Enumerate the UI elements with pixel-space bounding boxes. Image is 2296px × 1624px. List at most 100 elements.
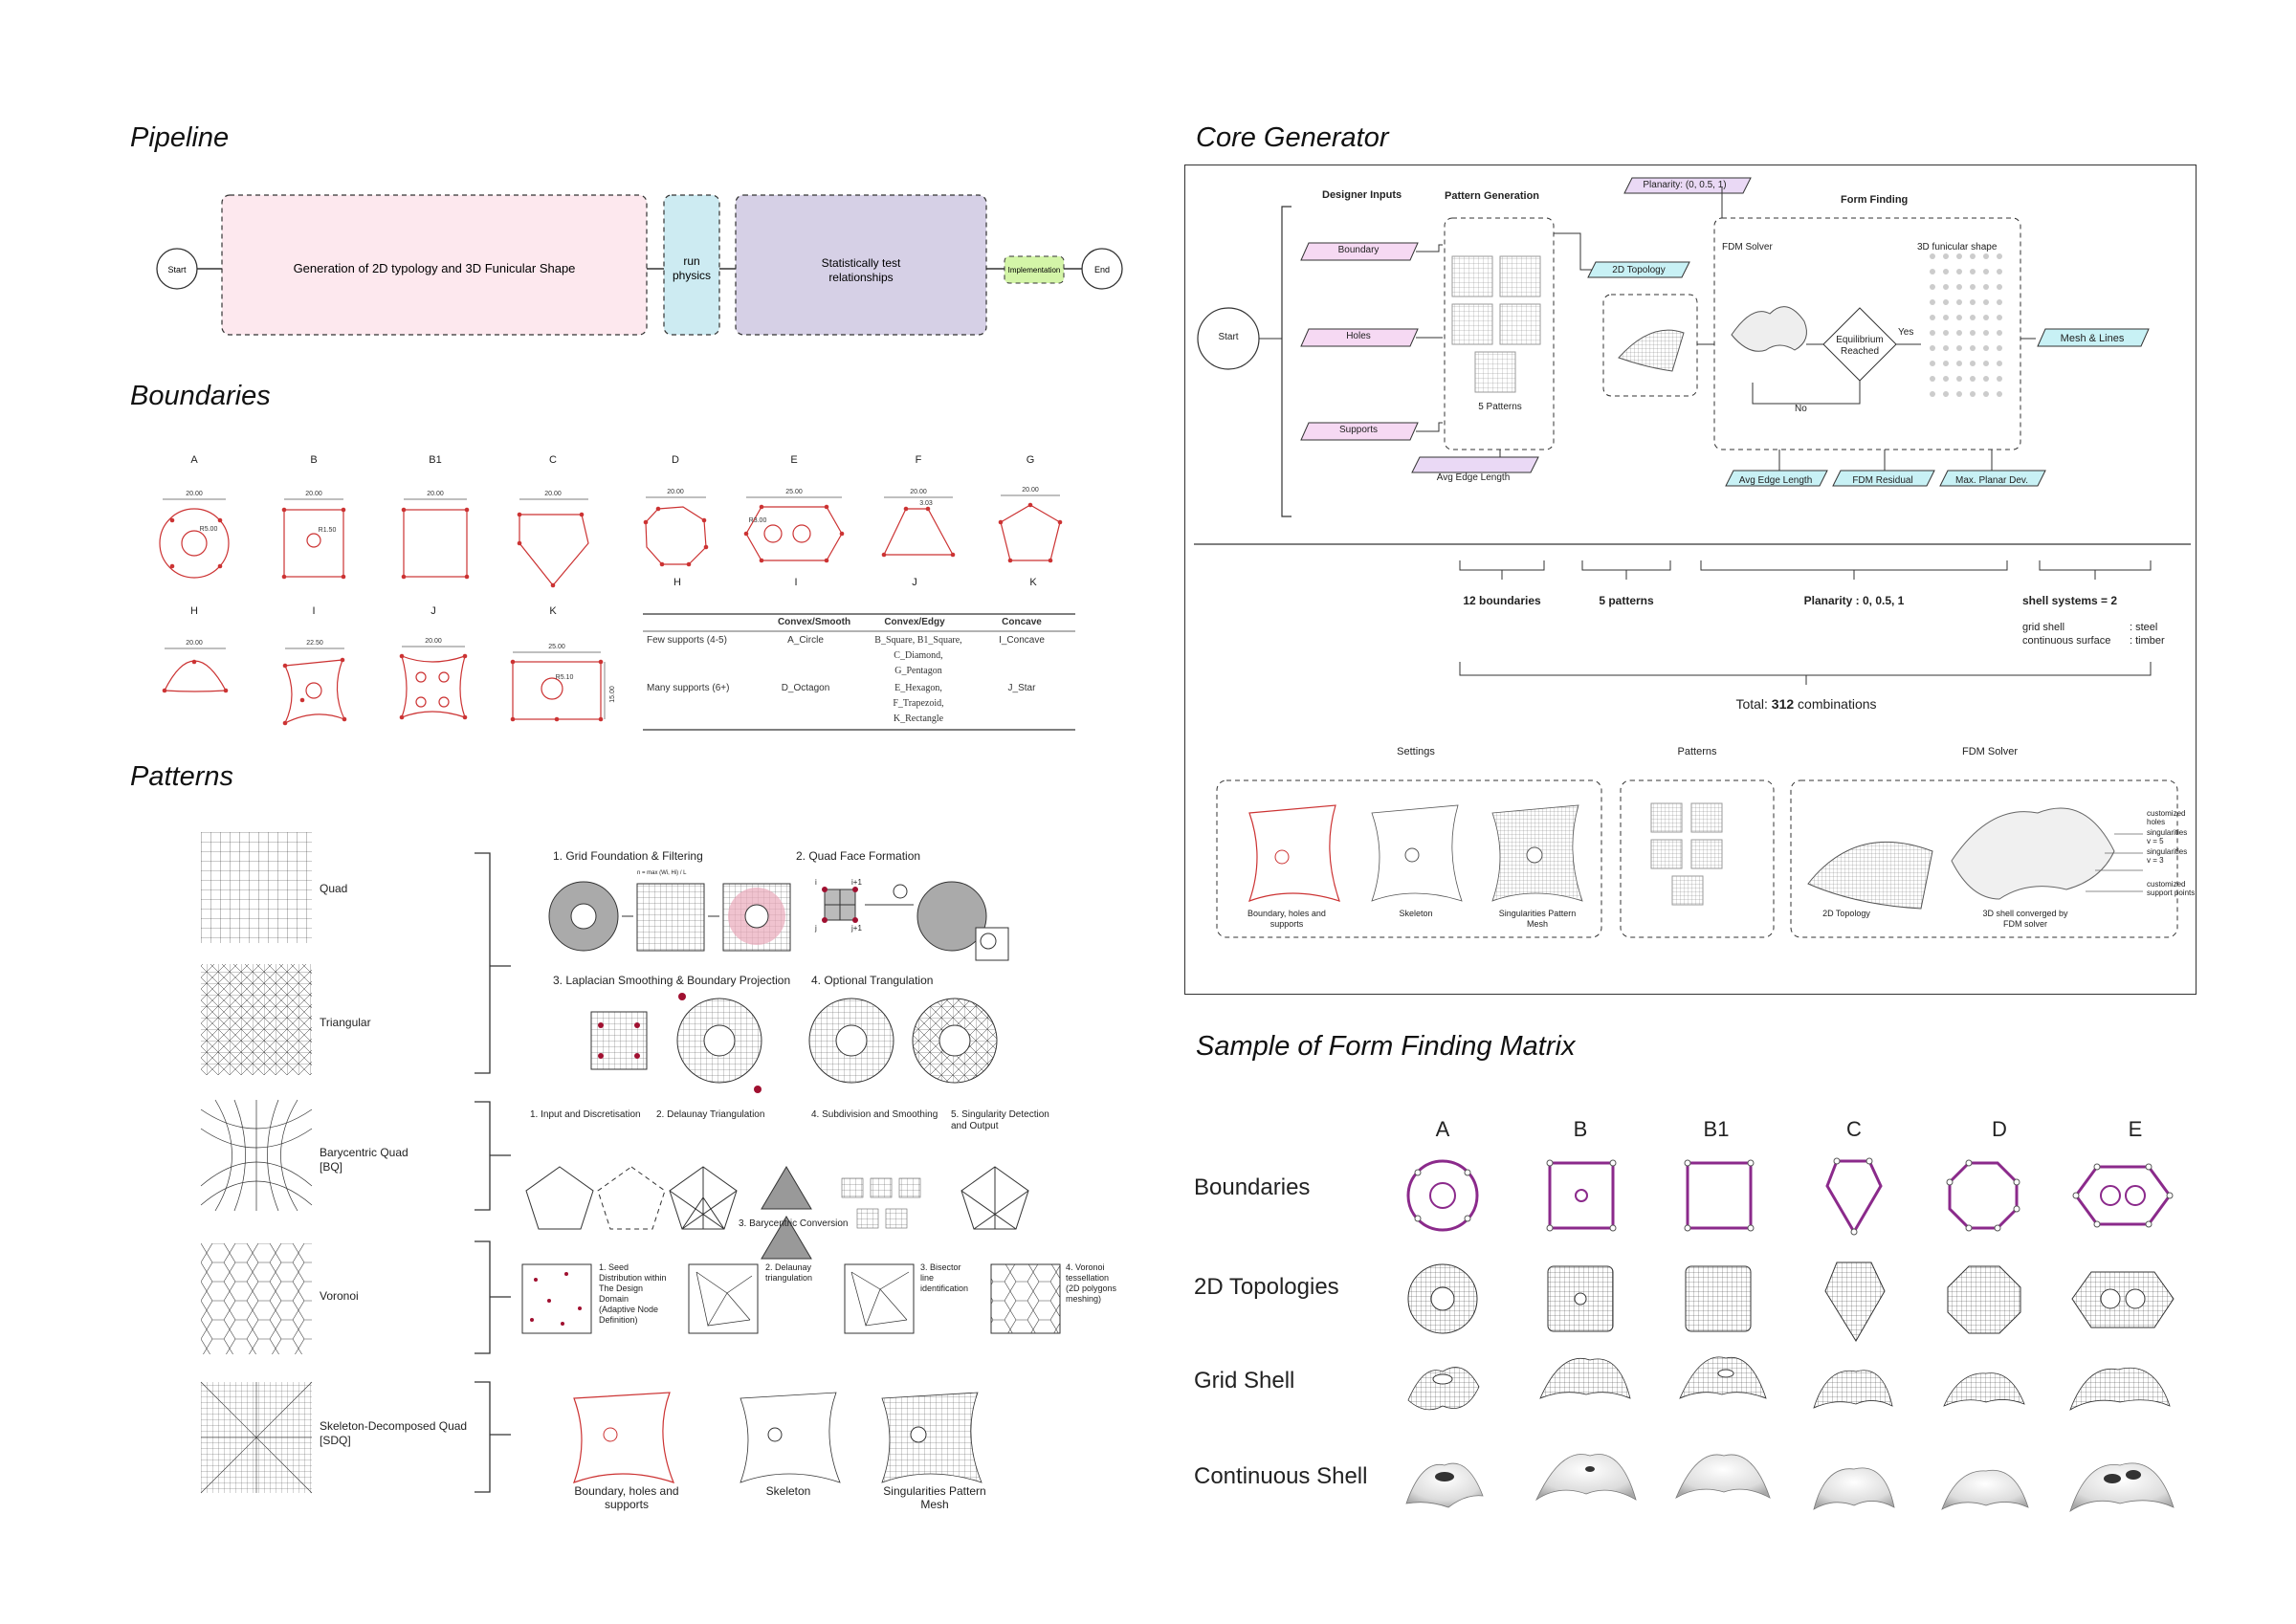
output-mesh-lines-shape	[2037, 328, 2150, 347]
table-row1-smooth: A_Circle	[787, 635, 824, 646]
input-holes-label: Holes	[1346, 331, 1371, 341]
boundary-label-i: I	[312, 605, 315, 617]
input-boundary-label: Boundary	[1337, 245, 1380, 255]
total-value: 312	[1771, 696, 1795, 712]
boundary-dim-f: 20.00	[910, 489, 927, 495]
pipeline-step-implementation	[1004, 255, 1065, 284]
pattern-name-sdq: Skeleton-Decomposed Quad [SDQ]	[320, 1419, 468, 1447]
pipeline-start-label: Start	[167, 265, 187, 274]
pipeline-end-node	[1081, 248, 1123, 290]
boundary-dim-h: 20.00	[186, 640, 203, 647]
pattern-name-bq: Barycentric Quad [BQ]	[320, 1146, 408, 1174]
pipeline-step3-label-line1: Statistically test	[822, 256, 901, 270]
voronoi-step-4: 4. Voronoi tessellation (2D polygons mes…	[1066, 1262, 1117, 1304]
system-grid-shell-material: : steel	[2130, 622, 2158, 633]
quad-index-i: i	[815, 878, 817, 887]
funicular-shape-label: 3D funicular shape	[1917, 242, 1998, 252]
matrix-row-continuous-shell: Continuous Shell	[1194, 1463, 1368, 1489]
boundary-radius-e: R3.00	[749, 517, 767, 524]
panel-patterns-title: Patterns	[1677, 746, 1717, 757]
total-combinations: Total: 312 combinations	[1711, 696, 1902, 712]
count-patterns: 5 patterns	[1599, 594, 1654, 607]
planarity-input-shape	[1623, 177, 1752, 194]
quad-formula: n = max (Wi, Hi) / L	[637, 870, 687, 876]
output-fdm-residual-label: FDM Residual	[1852, 475, 1913, 486]
equilibrium-yes: Yes	[1898, 327, 1914, 338]
system-continuous-surface-material: : timber	[2130, 635, 2165, 647]
pattern-name-voronoi: Voronoi	[320, 1289, 359, 1303]
pattern-thumb-triangular	[201, 964, 312, 1075]
table-row2-label: Many supports (6+)	[647, 683, 729, 693]
pattern-name-quad: Quad	[320, 882, 348, 895]
table-row1-concave: I_Concave	[999, 635, 1045, 646]
boundary-radius-b: R1.50	[319, 527, 337, 534]
matrix-diagram	[1405, 1157, 2175, 1512]
equilibrium-label-line2: Reached	[1840, 346, 1880, 357]
pipeline-step2-label-line1: run	[683, 254, 699, 268]
pattern-generation-heading: Pattern Generation	[1445, 190, 1540, 202]
boundary-radius-a: R5.00	[200, 526, 218, 533]
table-row1-edgy: B_Square, B1_Square, C_Diamond, G_Pentag…	[874, 635, 962, 676]
bq-step-5: 5. Singularity Detection and Output	[951, 1109, 1049, 1131]
planarity-input-label: Planarity: (0, 0.5, 1)	[1643, 180, 1727, 190]
pattern-thumb-bq	[200, 1099, 313, 1212]
system-continuous-surface: continuous surface	[2022, 635, 2111, 647]
core-generator-diagram	[1194, 177, 2191, 938]
pipeline-start-node	[156, 248, 198, 290]
matrix-row-boundaries: Boundaries	[1194, 1174, 1311, 1200]
pattern-name-triangular: Triangular	[320, 1016, 371, 1029]
boundary-dim-b1: 20.00	[427, 491, 444, 497]
pipeline-step1-label: Generation of 2D typology and 3D Funicul…	[294, 261, 576, 275]
input-boundary-shape	[1300, 242, 1419, 261]
settings-caption-2: Skeleton	[1399, 909, 1433, 918]
panel-fdm-title: FDM Solver	[1961, 746, 2019, 757]
core-generator-frame	[1184, 165, 2197, 995]
quad-index-j1: j+1	[851, 924, 862, 933]
bq-step-4: 4. Subdivision and Smoothing	[811, 1109, 938, 1120]
pipeline-step4-label: Implementation	[1008, 266, 1061, 274]
matrix-col-b: B	[1573, 1117, 1588, 1141]
boundary-dim-c: 20.00	[544, 491, 562, 497]
equilibrium-no: No	[1795, 404, 1807, 414]
boundary-label-e: E	[790, 454, 797, 466]
table-top-label-h: H	[673, 577, 681, 588]
table-row1-label: Few supports (4-5)	[647, 635, 727, 646]
quad-step-3: 3. Laplacian Smoothing & Boundary Projec…	[553, 974, 791, 987]
count-boundaries: 12 boundaries	[1463, 594, 1541, 607]
matrix-row-grid-shell: Grid Shell	[1194, 1368, 1295, 1394]
output-avg-edge-length-1	[1411, 456, 1539, 473]
matrix-col-e: E	[2128, 1117, 2143, 1141]
boundary-label-g: G	[1027, 454, 1035, 466]
count-planarity: Planarity : 0, 0.5, 1	[1803, 594, 1905, 607]
pattern-thumb-sdq	[200, 1381, 313, 1494]
boundary-label-k: K	[549, 605, 557, 617]
pipeline-step-statistics	[735, 194, 987, 336]
boundary-dim-a: 20.00	[186, 491, 203, 497]
matrix-col-a: A	[1435, 1117, 1450, 1141]
equilibrium-label-line1: Equilibrium	[1836, 335, 1884, 345]
output-mesh-lines-label: Mesh & Lines	[2060, 333, 2125, 344]
sdq-caption-2: Skeleton	[765, 1484, 811, 1498]
fdm-note-v5: singularities v = 5	[2147, 828, 2188, 845]
matrix-col-c: C	[1846, 1117, 1862, 1141]
boundary-side-k: 15.00	[609, 686, 616, 703]
total-prefix: Total:	[1735, 696, 1772, 712]
boundary-label-f: F	[916, 454, 922, 466]
total-suffix: combinations	[1794, 696, 1877, 712]
pattern-thumb-quad	[201, 832, 312, 943]
patterns-diagram	[200, 832, 1061, 1494]
sdq-caption-1: Boundary, holes and supports	[574, 1484, 679, 1511]
voronoi-step-3: 3. Bisector line identification	[920, 1262, 969, 1293]
form-finding-heading: Form Finding	[1841, 194, 1909, 206]
section-title-pipeline: Pipeline	[130, 122, 230, 153]
settings-caption-3: Singularities Pattern Mesh	[1498, 909, 1577, 929]
fdm-note-holes: customized holes	[2147, 809, 2186, 826]
matrix-col-b1: B1	[1703, 1117, 1730, 1141]
patterns-count-label: 5 Patterns	[1478, 402, 1522, 412]
table-row2-concave: J_Star	[1008, 683, 1037, 693]
table-header-concave: Concave	[1002, 617, 1042, 627]
pipeline-diagram: Start Generation of 2D typology and 3D F…	[156, 194, 1123, 336]
fdm-caption-2: 3D shell converged by FDM solver	[1982, 909, 2068, 929]
boundary-label-j: J	[430, 605, 436, 617]
boundary-dim-k: 25.00	[548, 644, 565, 650]
